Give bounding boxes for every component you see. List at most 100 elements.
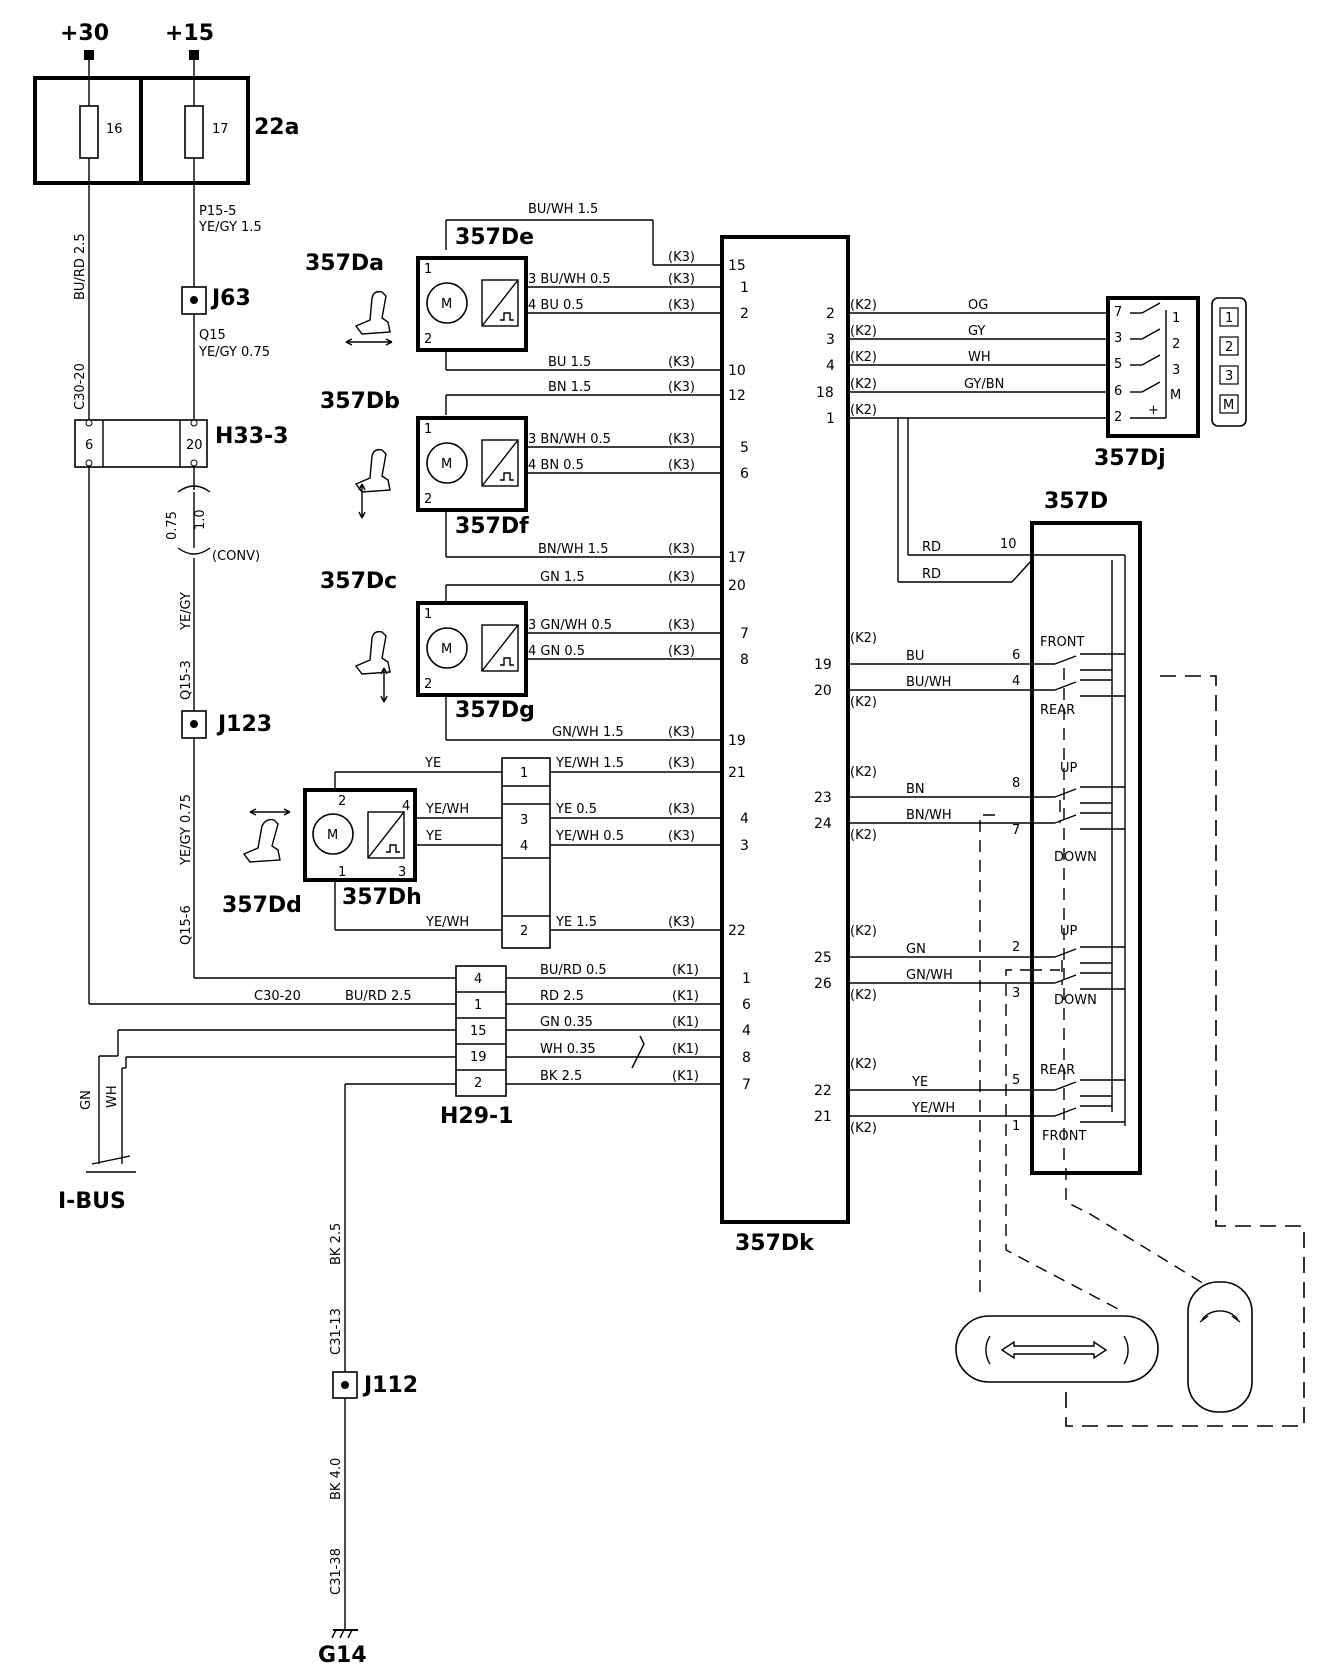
dk-pin: 1 xyxy=(740,280,749,296)
backrest-knob xyxy=(1187,1281,1253,1413)
motor-wire-label: YE 1.5 xyxy=(555,915,597,930)
memory-button-label: M xyxy=(1223,398,1234,413)
d-bottom: DOWN xyxy=(1054,993,1097,1008)
h29-wire-color: BK 2.5 xyxy=(540,1069,582,1084)
conv-label: (CONV) xyxy=(212,549,260,564)
motor-wire-label: GN/WH 1.5 xyxy=(552,725,624,740)
k2: (K2) xyxy=(850,828,877,843)
seat-switch-357d: 357D RD RD 10 (K2) (K2) 19 20 BU BU/WH 6… xyxy=(814,418,1305,1427)
d-sw-pin: 7 xyxy=(1012,823,1020,838)
dk-pin: 4 xyxy=(740,811,749,827)
d-wire: BN xyxy=(906,782,925,797)
dj-wire-color: WH xyxy=(968,350,991,365)
wire-c31-13: C31-13 xyxy=(329,1308,344,1355)
memory-button-3[interactable] xyxy=(1219,365,1239,385)
memory-button-m[interactable] xyxy=(1219,394,1239,414)
motor-id-df: 357Df xyxy=(455,514,529,539)
h33-pin-20: 20 xyxy=(186,438,203,453)
motor-wire-k: (K3) xyxy=(668,272,695,287)
dj-wire-color: GY xyxy=(968,324,985,339)
dk-pin: 21 xyxy=(814,1109,832,1125)
dj-pos: 2 xyxy=(1172,337,1180,352)
h29-wire-k: (K1) xyxy=(672,989,699,1004)
motor-wire-label: BN 1.5 xyxy=(548,380,591,395)
motor-pin: 2 xyxy=(424,677,432,692)
d-wire: GN/WH xyxy=(906,968,953,983)
motor-wire-k: (K3) xyxy=(668,432,695,447)
dk-pin: 23 xyxy=(814,790,832,806)
dk-pin: 10 xyxy=(728,363,746,379)
h29-pin: 2 xyxy=(474,1076,482,1091)
motor-pin: 4 xyxy=(402,799,410,814)
dk-pin: 8 xyxy=(742,1050,751,1066)
h29-wire-color: RD 2.5 xyxy=(540,989,584,1004)
memory-switch-357dj: 2 (K2) OG 3 (K2) GY 4 (K2) WH 18 (K2) GY… xyxy=(816,296,1247,471)
dk-pin: 1 xyxy=(742,971,751,987)
dj-k: (K2) xyxy=(850,377,877,392)
d-top: UP xyxy=(1060,761,1078,776)
h29-wire-k: (K1) xyxy=(672,1015,699,1030)
d-wire: BN/WH xyxy=(906,808,952,823)
connector-h29-1: 4 1 15 19 2 H29-1 BU/RD 0.5 (K1) 1 RD 2.… xyxy=(440,963,751,1129)
motor-wire-k: (K3) xyxy=(668,458,695,473)
switch-knobs xyxy=(955,1281,1253,1413)
dk-pin: 6 xyxy=(740,466,749,482)
seat-icon xyxy=(242,818,281,863)
d-wire: BU/WH xyxy=(906,675,951,690)
motor-wire-k: (K3) xyxy=(668,542,695,557)
memory-button-label: 1 xyxy=(1225,311,1233,326)
d-bottom: REAR xyxy=(1040,703,1075,718)
memory-button-2[interactable] xyxy=(1219,336,1239,356)
motor-357dc: GN 1.5 (K3) 20 357Dc M 1 2 357Dg 3 GN/WH… xyxy=(320,569,749,749)
dk-pin: 20 xyxy=(728,578,746,594)
wire-ye-gy-075: YE/GY 0.75 xyxy=(198,345,270,360)
motor-wire-k: (K3) xyxy=(668,915,695,930)
tilt-arrow-icon xyxy=(985,1335,991,1365)
left-wiring: P15-5 YE/GY 1.5 BU/RD 2.5 C30-20 Q15 YE/… xyxy=(58,158,464,1668)
h29-c30-20: C30-20 xyxy=(254,989,301,1004)
dj-k: (K2) xyxy=(850,324,877,339)
dk-pin: 7 xyxy=(740,626,749,642)
dk-pin: 19 xyxy=(814,657,832,673)
dk-pin: 18 xyxy=(816,385,834,401)
d-sw-pin: 5 xyxy=(1012,1073,1020,1088)
motor-wire-label: YE 0.5 xyxy=(555,802,597,817)
h29-wire-color: WH 0.35 xyxy=(540,1042,596,1057)
dj-sw-pin: 7 xyxy=(1114,305,1122,320)
dh-wire: YE xyxy=(424,756,441,771)
dk-pin: 17 xyxy=(728,550,746,566)
motor-wire-k: (K3) xyxy=(668,298,695,313)
dk-pin: 26 xyxy=(814,976,832,992)
dh-conn-pin: 4 xyxy=(520,839,528,854)
motor-wire-label: 4 BN 0.5 xyxy=(528,458,584,473)
motor-m: M xyxy=(327,828,338,843)
dk-pin: 8 xyxy=(740,652,749,668)
motor-357dd: YE M 2 4 1 3 357Dd 357Dh YE/WH YE YE/WH … xyxy=(222,756,749,949)
dj-k: (K2) xyxy=(850,298,877,313)
dj-k: (K2) xyxy=(850,403,877,418)
motor-wire-label: GN 1.5 xyxy=(540,570,585,585)
motor-wire-label: BU 1.5 xyxy=(548,355,591,370)
motor-wire-label: 4 BU 0.5 xyxy=(528,298,584,313)
recline-arrow-icon xyxy=(1201,1310,1239,1321)
wire-ye-gy-075b: YE/GY 0.75 xyxy=(179,794,194,866)
supply-plus30: +30 xyxy=(60,21,109,46)
h29-wire-color: GN 0.35 xyxy=(540,1015,593,1030)
motor-wire-label: YE/WH 0.5 xyxy=(555,829,624,844)
dk-pin: 22 xyxy=(814,1083,832,1099)
motor-wire-k: (K3) xyxy=(668,802,695,817)
dj-k: (K2) xyxy=(850,350,877,365)
dj-sw-pin: 3 xyxy=(1114,331,1122,346)
seat-icon xyxy=(354,448,391,493)
motor-wire-k: (K3) xyxy=(668,725,695,740)
motor-m: M xyxy=(441,457,452,472)
wire-ye-gy: YE/GY xyxy=(179,592,194,631)
motor-pin: 2 xyxy=(424,332,432,347)
h29-pin: 1 xyxy=(474,998,482,1013)
dk-pin: 6 xyxy=(742,997,751,1013)
motor-wire-k: (K3) xyxy=(668,829,695,844)
seat-switch-pin-10: 10 xyxy=(1000,537,1017,552)
memory-button-1[interactable] xyxy=(1219,307,1239,327)
motor-wire-k: (K3) xyxy=(668,355,695,370)
dk-pin: 21 xyxy=(728,765,746,781)
